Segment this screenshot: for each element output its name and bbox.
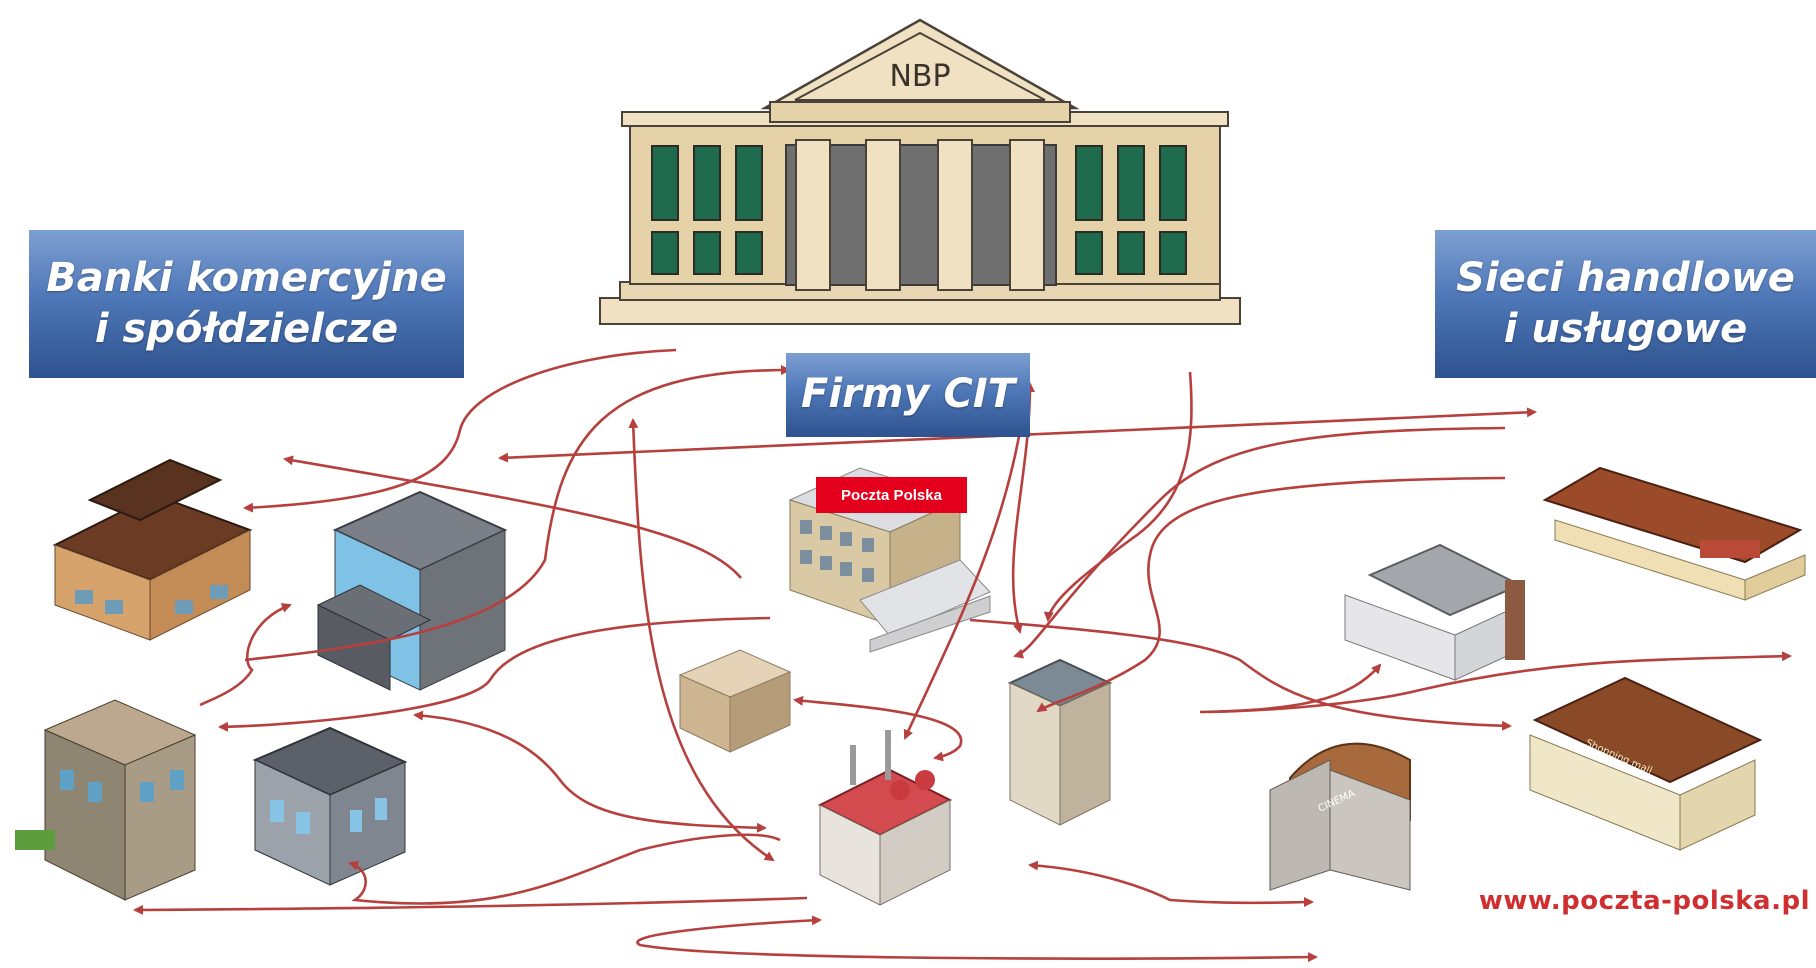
cinema-building: CINEMA bbox=[1269, 742, 1411, 891]
nbp-sign: NBP bbox=[889, 59, 950, 94]
label-sieci-handlowe: Sieci handlowe i usługowe bbox=[1435, 230, 1816, 378]
banki-line-1: Banki komercyjne bbox=[46, 254, 447, 301]
poczta-polska-badge: Poczta Polska bbox=[816, 477, 967, 513]
website-link[interactable]: www.poczta-polska.pl bbox=[1478, 886, 1810, 916]
firmy-text: Firmy CIT bbox=[801, 371, 1015, 418]
warehouse-left bbox=[316, 490, 508, 691]
supermarket-right-middle bbox=[1344, 543, 1525, 681]
office-building-left-bottom bbox=[15, 699, 197, 901]
office-building-left-top bbox=[52, 458, 253, 641]
power-plant-center bbox=[817, 730, 953, 906]
sieci-line-2: i usługowe bbox=[1503, 306, 1748, 352]
shopping-mall-right-bottom: Shopping mall bbox=[1529, 676, 1763, 851]
money-flow-arrows bbox=[133, 348, 1792, 963]
label-firmy-cit: Firmy CIT bbox=[786, 353, 1030, 437]
nbp-building: NBP bbox=[599, 18, 1241, 325]
shopping-mall-right-top bbox=[1542, 466, 1806, 601]
office-building-left-small bbox=[252, 726, 408, 886]
banki-line-2: i spółdzielcze bbox=[94, 306, 399, 352]
tower-building-center bbox=[1007, 658, 1113, 826]
small-office-center bbox=[678, 649, 792, 753]
sieci-line-1: Sieci handlowe bbox=[1456, 254, 1795, 301]
label-banki-komercyjne: Banki komercyjne i spółdzielcze bbox=[29, 230, 464, 378]
